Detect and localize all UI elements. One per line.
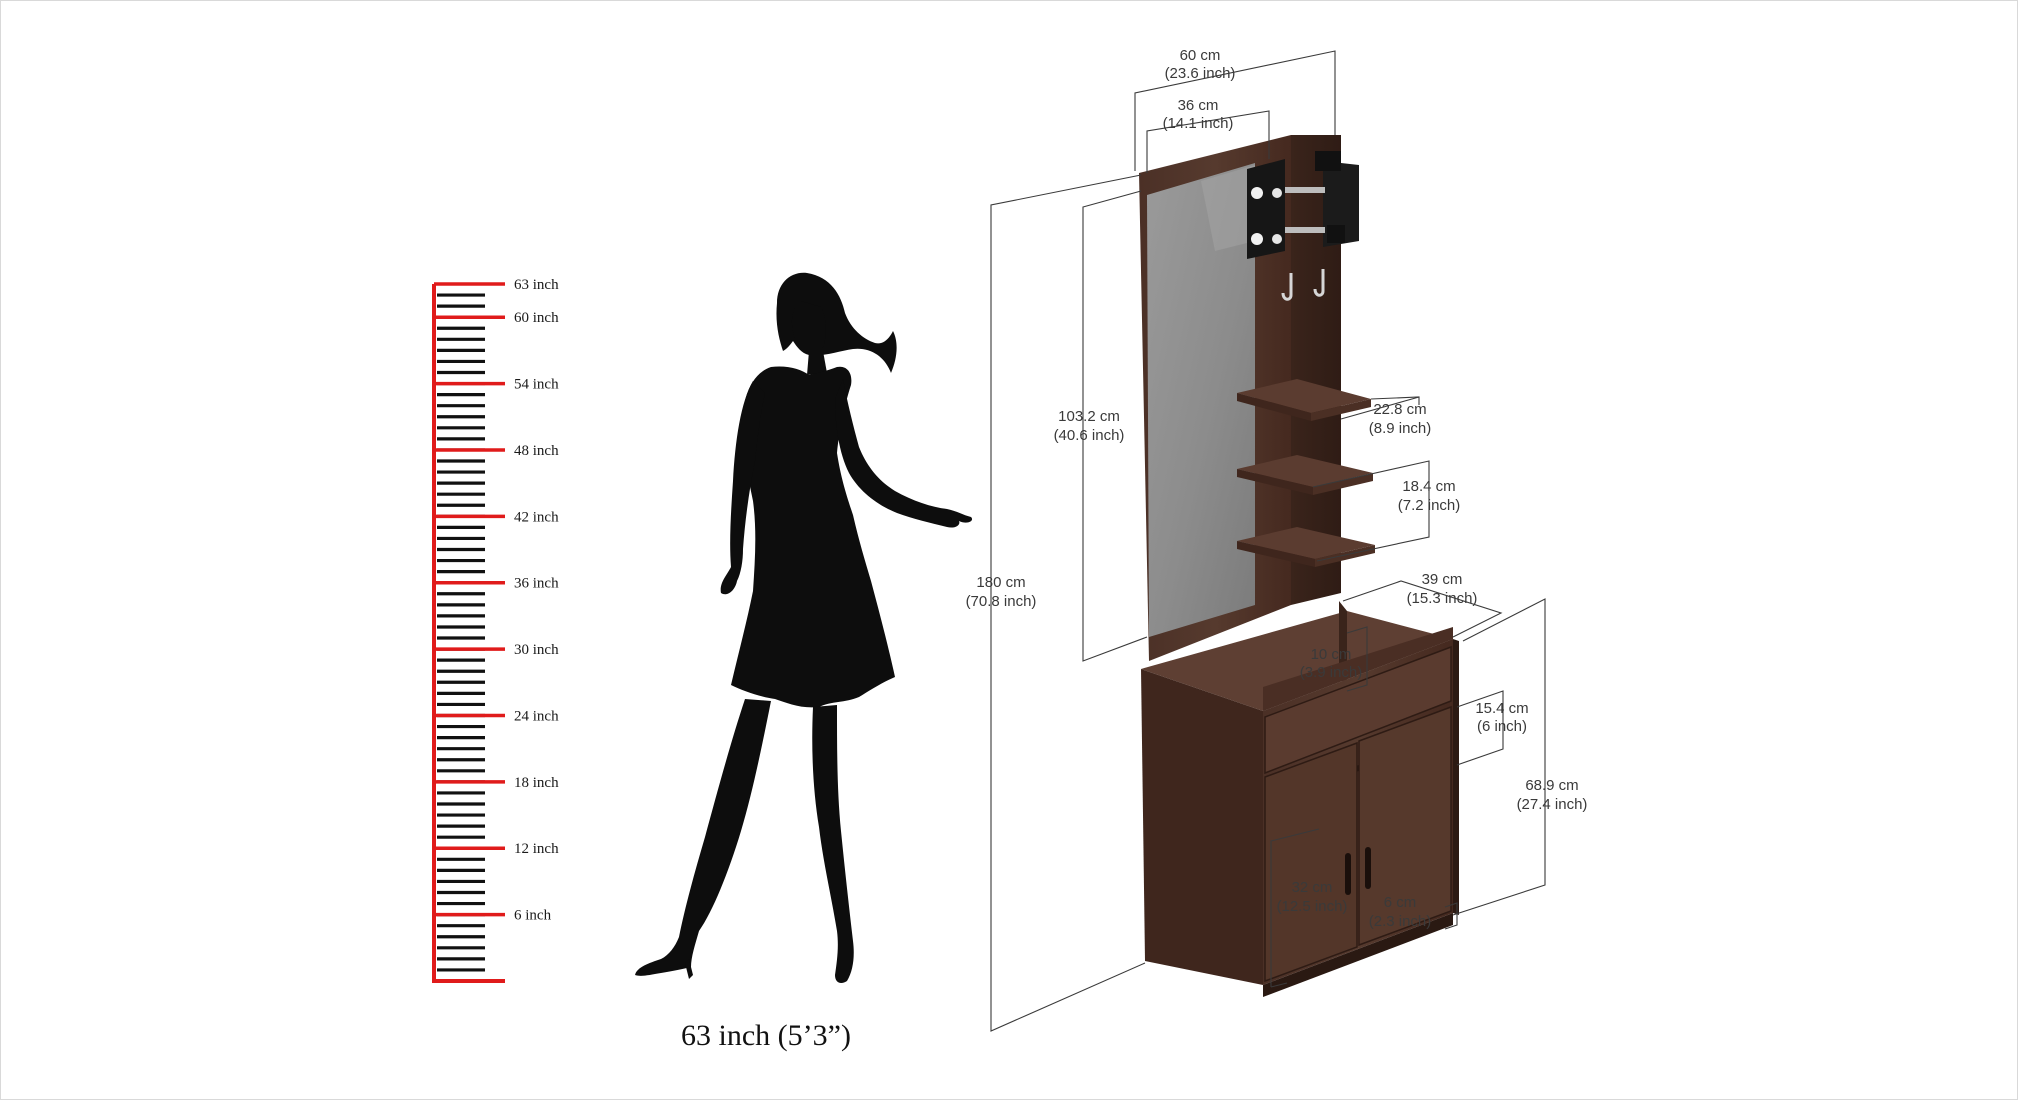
dimension-labels: 60 cm (23.6 inch) 36 cm (14.1 inch) 103.… [966,47,1588,930]
cabinet-front [1141,669,1263,985]
svg-text:(8.9 inch): (8.9 inch) [1369,420,1432,437]
ruler-ticks [437,293,485,972]
dim-door-height: 32 cm (12.5 inch) [1277,879,1348,915]
svg-text:68.9 cm: 68.9 cm [1525,777,1578,794]
hooks-icon [1281,269,1325,301]
door-handle-left [1345,853,1351,895]
dim-cabinet-height: 68.9 cm (27.4 inch) [1517,777,1588,813]
shelf-bottom [1237,527,1375,559]
leg-left [635,699,771,976]
dim-total-height: 180 cm (70.8 inch) [966,574,1037,610]
woman-silhouette-icon [635,272,973,983]
svg-text:(15.3 inch): (15.3 inch) [1407,590,1478,607]
door-left [1264,741,1358,983]
svg-text:10 cm: 10 cm [1311,646,1352,663]
dim-cabinet-depth: 39 cm (15.3 inch) [1407,571,1478,607]
ruler-label: 54 inch [514,377,559,393]
ruler-label: 48 inch [514,443,559,459]
ruler-label: 42 inch [514,509,559,525]
dress-shape [731,366,895,708]
door-handle-right [1365,847,1371,889]
dim-mirror-height: 103.2 cm (40.6 inch) [1054,408,1125,444]
lights-icon [1247,151,1359,259]
ruler-label: 63 inch [514,277,559,293]
svg-text:(7.2 inch): (7.2 inch) [1398,497,1461,514]
dim-total-width: 60 cm (23.6 inch) [1165,47,1236,82]
svg-text:(2.3 inch): (2.3 inch) [1369,913,1432,930]
svg-text:(40.6 inch): (40.6 inch) [1054,427,1125,444]
svg-text:(23.6 inch): (23.6 inch) [1165,65,1236,82]
plinth [1263,913,1453,997]
leg-right [812,705,854,983]
svg-text:60 cm: 60 cm [1180,47,1221,64]
shelves [1237,379,1375,567]
base-cabinet [1141,601,1459,997]
ruler-label: 30 inch [514,642,559,658]
neck-shape [807,351,827,375]
ruler-label: 24 inch [514,708,559,724]
dim-mirror-width: 36 cm (14.1 inch) [1163,97,1234,132]
drawer-front [1264,645,1452,775]
cabinet-side [1453,639,1459,915]
svg-text:103.2 cm: 103.2 cm [1058,408,1120,425]
svg-text:(3.9 inch): (3.9 inch) [1300,664,1363,681]
dim-shelf-gap: 18.4 cm (7.2 inch) [1398,478,1461,514]
mirror-panel [1147,163,1255,637]
person-height-label: 63 inch (5’3”) [681,1019,851,1052]
dimension-leaders [990,50,1546,1032]
svg-text:32 cm: 32 cm [1292,879,1333,896]
ruler-label: 60 inch [514,310,559,326]
ruler-label: 6 inch [514,908,552,924]
head-shape [791,301,826,355]
svg-text:15.4 cm: 15.4 cm [1475,700,1528,717]
arm-left [720,381,765,595]
svg-text:(27.4 inch): (27.4 inch) [1517,796,1588,813]
svg-text:(70.8 inch): (70.8 inch) [966,593,1037,610]
shelf-middle [1237,455,1373,487]
dim-plinth-height: 6 cm (2.3 inch) [1369,894,1432,930]
svg-text:(14.1 inch): (14.1 inch) [1163,115,1234,132]
height-scale-ruler: 63 inch 60 inch 54 inch 48 inch 42 inch 36 in… [432,277,559,983]
ruler-label: 36 inch [514,576,559,592]
svg-text:(12.5 inch): (12.5 inch) [1277,898,1348,915]
mirror-glint [1201,165,1255,251]
svg-text:180 cm: 180 cm [976,574,1025,591]
ruler-label: 18 inch [514,775,559,791]
svg-text:36 cm: 36 cm [1178,97,1219,114]
svg-text:6 cm: 6 cm [1384,894,1417,911]
heel-left [685,959,693,979]
svg-text:39 cm: 39 cm [1422,571,1463,588]
svg-text:22.8 cm: 22.8 cm [1373,401,1426,418]
svg-text:(6 inch): (6 inch) [1477,718,1527,735]
shelf-top [1237,379,1371,413]
ruler-label: 12 inch [514,841,559,857]
dressing-table-illustration [1139,135,1459,997]
dim-drawer-height: 15.4 cm (6 inch) [1475,700,1528,735]
dim-shelf-width: 22.8 cm (8.9 inch) [1369,401,1432,437]
dim-top-recess: 10 cm (3.9 inch) [1300,646,1363,681]
cabinet-top [1141,611,1453,711]
door-right [1358,705,1452,947]
arm-right [835,379,973,528]
svg-text:18.4 cm: 18.4 cm [1402,478,1455,495]
ruler-major-marks: 63 inch 60 inch 54 inch 48 inch 42 inch 36 in… [434,277,559,924]
